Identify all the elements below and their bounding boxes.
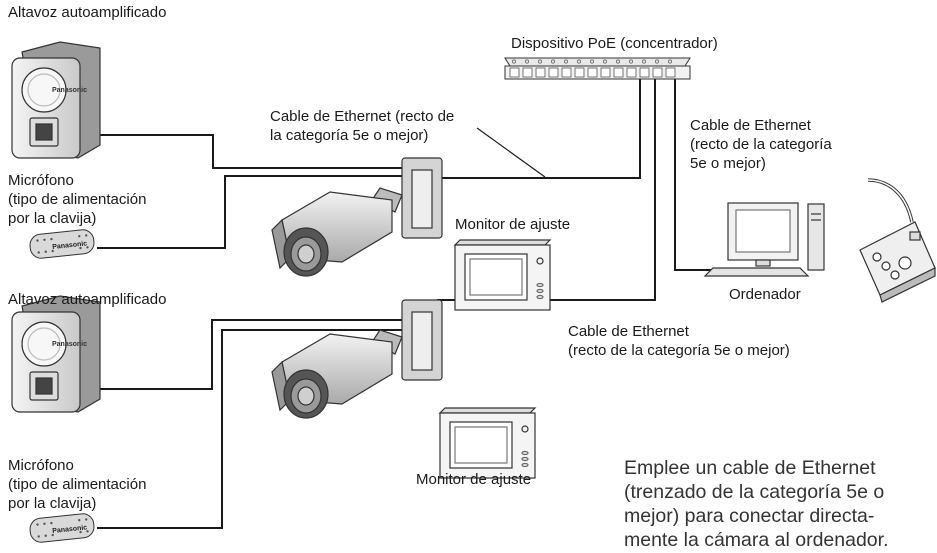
label-mic-top: Micrófono (tipo de alimentación por la c… <box>8 171 146 228</box>
computer-icon <box>703 202 825 277</box>
label-monitor-bottom: Monitor de ajuste <box>416 471 532 488</box>
speaker-icon: Panasonic <box>11 41 101 159</box>
cable-speaker-top <box>78 134 405 169</box>
cable-mic-top <box>97 175 405 249</box>
microphone-icon: Panasonic <box>29 229 95 259</box>
note-line-4: mente la cámara al ordenador. <box>624 529 889 551</box>
desk-microphone-icon <box>859 178 936 303</box>
speaker-brand-bottom: Panasonic <box>52 341 87 348</box>
label-mic-top-line1: Micrófono <box>8 172 74 189</box>
speaker-icon: Panasonic <box>11 295 101 413</box>
speaker-brand-top: Panasonic <box>52 87 87 94</box>
label-ethernet-right: Cable de Ethernet (recto de la categoría… <box>690 116 832 173</box>
note-text: Emplee un cable de Ethernet (trenzado de… <box>624 456 889 552</box>
label-monitor-top: Monitor de ajuste <box>455 216 571 233</box>
microphone-icon: Panasonic <box>29 513 95 543</box>
label-ethernet-right-line3: 5e o mejor) <box>690 155 766 172</box>
label-ethernet-mid: Cable de Ethernet (recto de la categoría… <box>568 322 790 360</box>
note-line-1: Emplee un cable de Ethernet <box>624 457 876 479</box>
cable-speaker-bottom <box>78 319 405 390</box>
label-speaker-top: Altavoz autoamplificado <box>8 4 167 21</box>
label-mic-top-line3: por la clavija) <box>8 210 97 227</box>
label-mic-bottom: Micrófono (tipo de alimentación por la c… <box>8 456 146 513</box>
label-ethernet-mid-line2: (recto de la categoría 5e o mejor) <box>568 342 790 359</box>
label-mic-bottom-line2: (tipo de alimentación <box>8 476 147 493</box>
mic-brand-top: Panasonic <box>52 240 88 251</box>
label-computer: Ordenador <box>729 286 801 303</box>
monitor-icon <box>453 239 552 311</box>
label-speaker-bottom: Altavoz autoamplificado <box>8 291 167 308</box>
label-leader-top <box>476 127 546 178</box>
label-ethernet-top-line2: la categoría 5e o mejor) <box>270 127 429 144</box>
poe-hub-icon <box>504 57 691 80</box>
label-ethernet-top-line1: Cable de Ethernet (recto de <box>270 108 455 125</box>
monitor-icon <box>438 407 537 479</box>
cable-ethernet-top <box>440 78 641 179</box>
label-mic-top-line2: (tipo de alimentación <box>8 191 147 208</box>
mic-brand-bottom: Panasonic <box>52 524 88 535</box>
label-ethernet-mid-line1: Cable de Ethernet <box>568 323 689 340</box>
label-poe-device: Dispositivo PoE (concentrador) <box>511 35 718 52</box>
label-ethernet-top: Cable de Ethernet (recto de la categoría… <box>270 107 454 145</box>
cable-mic-bottom <box>97 329 405 529</box>
label-ethernet-right-line1: Cable de Ethernet <box>690 117 811 134</box>
label-mic-bottom-line1: Micrófono <box>8 457 74 474</box>
camera-icon <box>271 299 443 419</box>
label-ethernet-right-line2: (recto de la categoría <box>690 136 832 153</box>
label-mic-bottom-line3: por la clavija) <box>8 495 97 512</box>
camera-icon <box>271 157 443 277</box>
note-line-2: (trenzado de la categoría 5e o <box>624 481 885 503</box>
note-line-3: mejor) para conectar directa- <box>624 505 875 527</box>
